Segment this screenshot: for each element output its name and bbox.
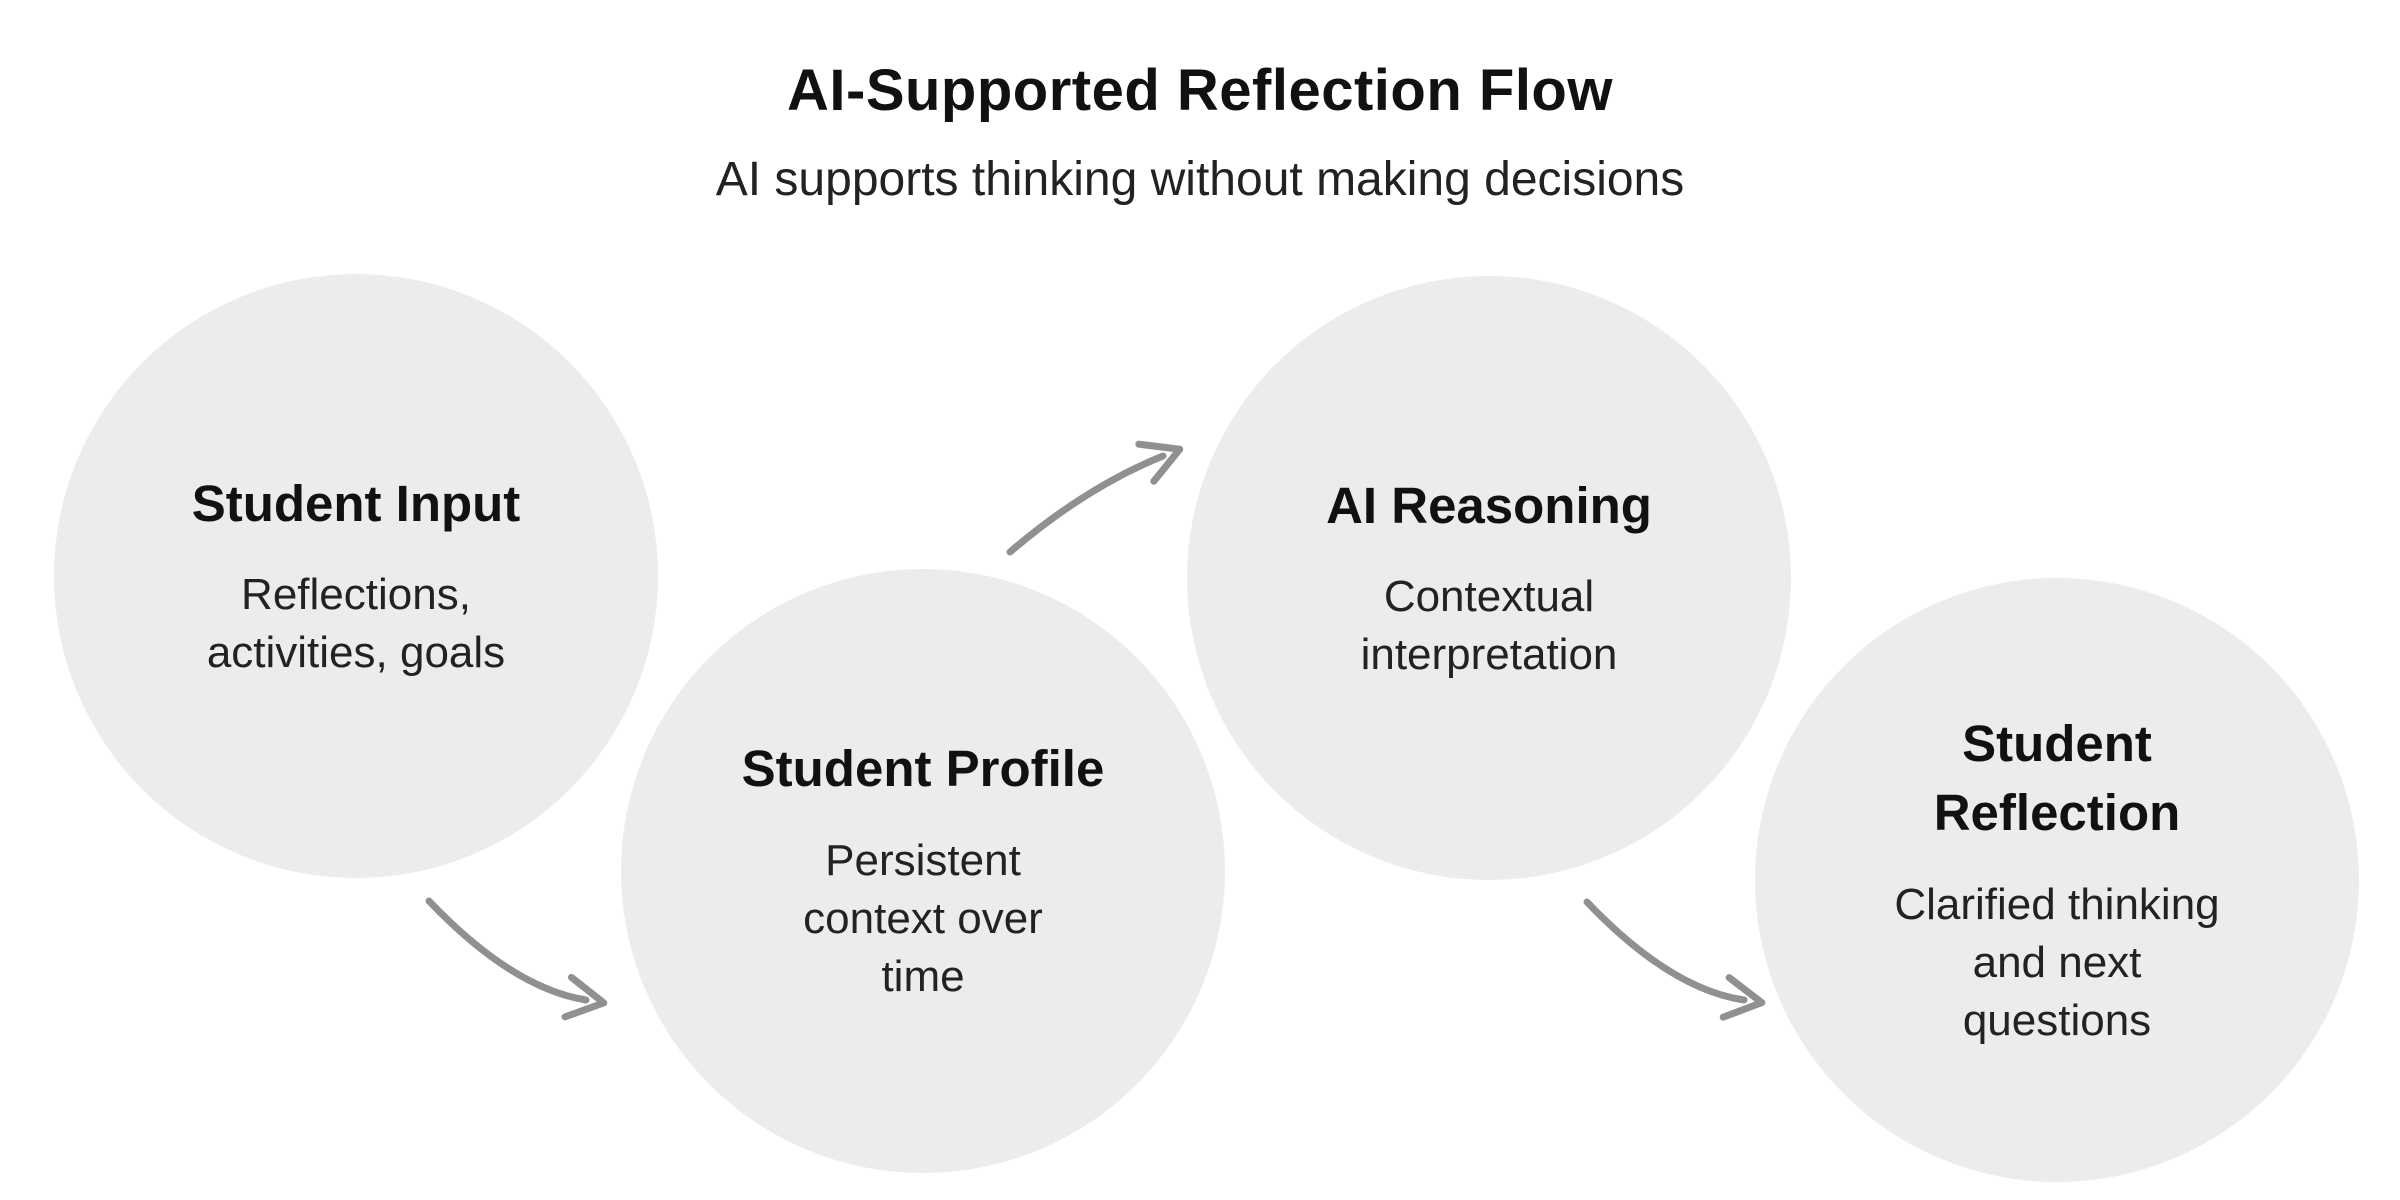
- node-ai-reasoning: AI Reasoning Contextual interpretation: [1187, 276, 1791, 880]
- node-student-reflection-title: Student Reflection: [1933, 715, 2181, 841]
- node-student-reflection-description: Clarified thinking and next questions: [1894, 879, 2220, 1045]
- node-student-profile: Student Profile Persistent context over …: [621, 569, 1225, 1173]
- arrow-reasoning-to-reflection-icon: [1583, 898, 1766, 1021]
- node-ai-reasoning-title: AI Reasoning: [1326, 476, 1652, 534]
- node-ai-reasoning-description: Contextual interpretation: [1360, 572, 1618, 680]
- diagram-title: AI-Supported Reflection Flow: [787, 58, 1613, 123]
- diagram-header: AI-Supported Reflection Flow AI supports…: [0, 62, 2400, 204]
- diagram-subtitle: AI supports thinking without making deci…: [715, 153, 1685, 206]
- node-student-input-title: Student Input: [191, 474, 521, 532]
- node-student-input-description: Reflections, activities, goals: [206, 570, 506, 678]
- node-student-input: Student Input Reflections, activities, g…: [54, 274, 658, 878]
- arrow-profile-to-reasoning-icon: [1006, 440, 1184, 556]
- node-student-profile-title: Student Profile: [741, 740, 1105, 798]
- node-student-reflection: Student Reflection Clarified thinking an…: [1755, 578, 2359, 1182]
- node-student-profile-description: Persistent context over time: [803, 836, 1043, 1002]
- arrow-input-to-profile-icon: [425, 897, 608, 1021]
